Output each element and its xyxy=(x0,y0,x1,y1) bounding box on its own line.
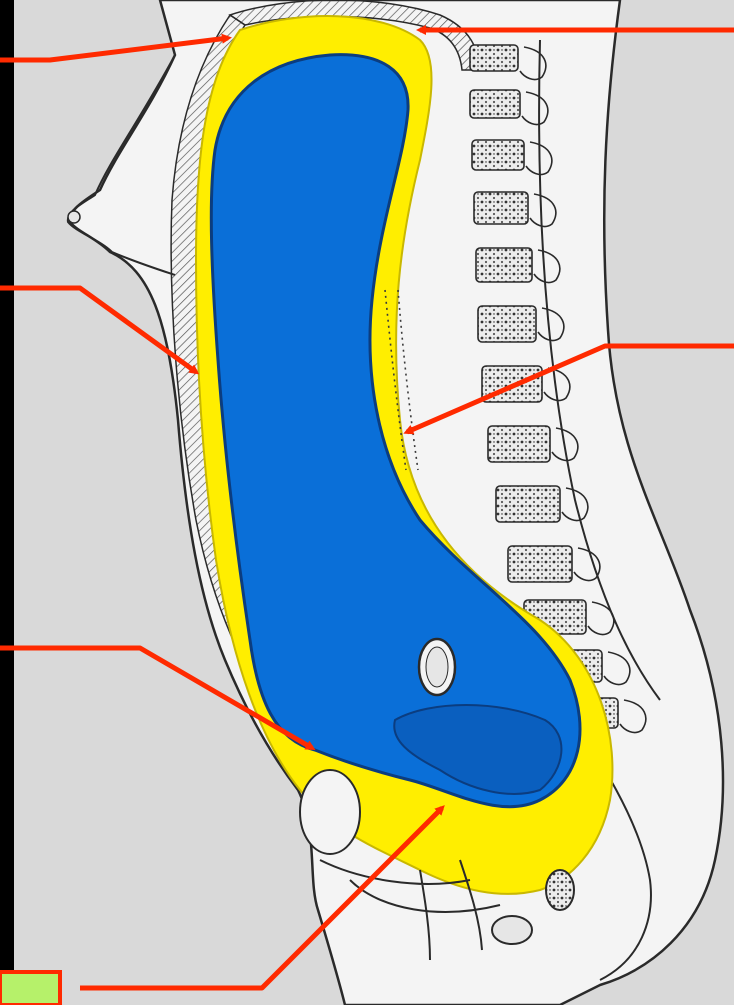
vertebra-5 xyxy=(476,248,532,282)
duodenum-lumen xyxy=(426,647,448,687)
vertebra-10 xyxy=(508,546,572,582)
bladder xyxy=(300,770,360,854)
nipple xyxy=(68,211,80,223)
rectum-section xyxy=(492,916,532,944)
vertebra-9 xyxy=(496,486,560,522)
vertebra-8 xyxy=(488,426,550,462)
vertebra-4 xyxy=(474,192,528,224)
vertebra-2 xyxy=(470,90,520,118)
coccyx-section xyxy=(546,870,574,910)
vertebra-3 xyxy=(472,140,524,170)
vertebra-1 xyxy=(470,45,518,71)
vertebra-6 xyxy=(478,306,536,342)
answer-box[interactable] xyxy=(0,972,60,1005)
